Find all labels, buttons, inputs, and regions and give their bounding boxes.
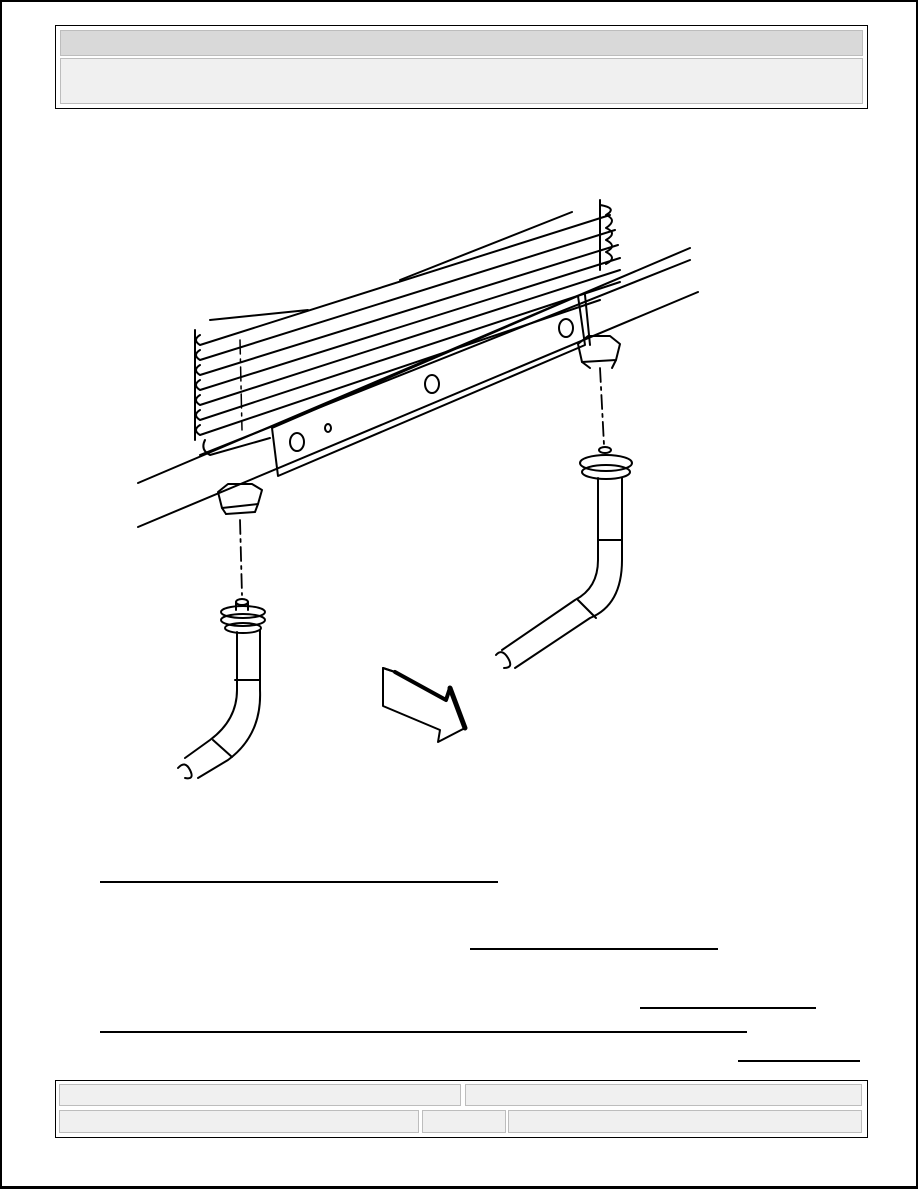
- right-fitting-nut: [577, 335, 621, 369]
- document-footer: [55, 1080, 868, 1138]
- document-header: [55, 25, 868, 109]
- front-direction-arrow: [382, 667, 468, 743]
- link-underline[interactable]: [470, 948, 718, 950]
- support-bars: [137, 247, 699, 528]
- cooler-fins: [194, 199, 621, 441]
- link-underline[interactable]: [100, 881, 498, 883]
- footer-cell: [465, 1084, 862, 1106]
- left-fitting-nut: [217, 483, 263, 515]
- link-underline[interactable]: [640, 1007, 816, 1009]
- header-subtitle-bar: [60, 58, 863, 104]
- header-title-bar: [60, 30, 863, 56]
- left-oil-line: [177, 598, 266, 780]
- right-oil-line: [495, 446, 633, 669]
- footer-cell: [59, 1110, 419, 1133]
- link-underline[interactable]: [738, 1060, 860, 1062]
- footer-cell: [422, 1110, 506, 1133]
- link-underline[interactable]: [100, 1031, 747, 1033]
- footer-cell: [508, 1110, 862, 1133]
- footer-cell: [59, 1084, 461, 1106]
